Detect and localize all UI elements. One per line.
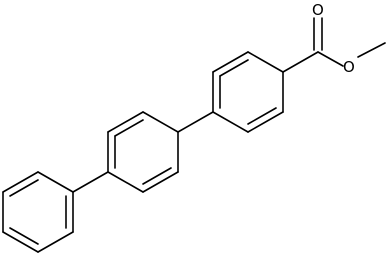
bond bbox=[107, 171, 144, 193]
bond bbox=[107, 111, 144, 133]
phenylene-ring-b bbox=[107, 111, 179, 193]
bond bbox=[37, 231, 74, 253]
bond-ester-oxygen-to-methyl bbox=[357, 42, 386, 58]
bond-ring-to-carbonyl bbox=[282, 51, 319, 73]
bond bbox=[2, 171, 39, 193]
bond bbox=[212, 51, 249, 73]
ester-oxygen-label: O bbox=[343, 58, 355, 76]
bond bbox=[247, 51, 284, 73]
double-bond-inner bbox=[142, 167, 172, 185]
double-bond-inner bbox=[219, 59, 249, 77]
double-bond-inner bbox=[247, 107, 277, 125]
double-bond-inner bbox=[9, 179, 39, 197]
bond-ring-b-to-ring-c bbox=[177, 111, 214, 133]
bond bbox=[247, 111, 284, 133]
bond bbox=[142, 111, 179, 133]
bond-ring-a-to-ring-b bbox=[72, 171, 109, 193]
double-bond-inner bbox=[114, 119, 144, 137]
phenyl-ring-a bbox=[2, 171, 74, 253]
carbonyl-oxygen-label: O bbox=[312, 1, 324, 19]
double-bond-inner bbox=[9, 227, 39, 245]
bond bbox=[37, 171, 74, 193]
bond bbox=[212, 111, 249, 133]
bond bbox=[2, 231, 39, 253]
benzoate-ring-c bbox=[212, 51, 284, 133]
bond-carbonyl-to-ester-oxygen bbox=[317, 51, 344, 67]
bond bbox=[142, 171, 179, 193]
methyl-ester-group: O O bbox=[282, 1, 386, 76]
